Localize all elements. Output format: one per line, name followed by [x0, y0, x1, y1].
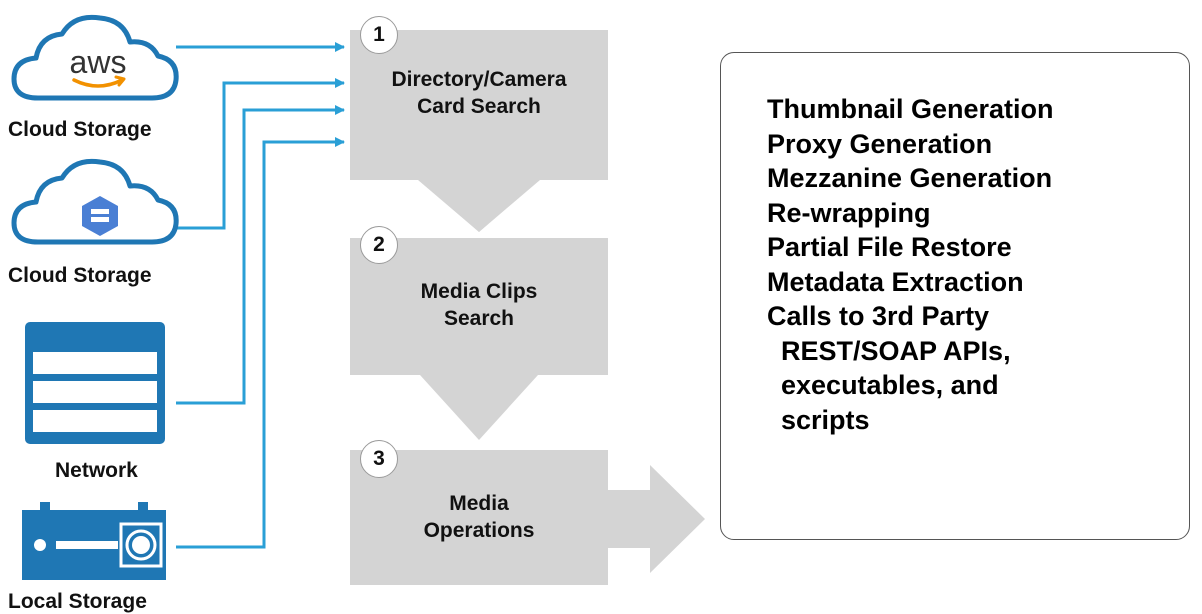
google-cloud-icon — [11, 158, 179, 245]
network-server-icon — [25, 322, 165, 444]
step-1-line-2: Card Search — [417, 95, 541, 118]
source-label-network: Network — [55, 459, 138, 482]
operation-item: Partial File Restore — [767, 232, 1012, 262]
operation-item: REST/SOAP APIs, — [781, 335, 1011, 366]
source-label-gcp: Cloud Storage — [8, 264, 152, 287]
step-1-block — [350, 30, 608, 232]
step-3-badge: 3 — [360, 440, 398, 478]
aws-logo-text: aws — [70, 44, 127, 80]
operation-item: Metadata Extraction — [767, 266, 1024, 297]
connector-local — [176, 137, 345, 549]
step-3-label: Media Operations — [350, 490, 608, 544]
operation-item: Mezzanine Generation — [767, 163, 1053, 193]
operations-box — [720, 52, 1190, 540]
aws-cloud-icon: aws — [11, 14, 179, 101]
step-2-label: Media Clips Search — [350, 278, 608, 332]
operation-item: Thumbnail Generation — [767, 94, 1054, 124]
step-1-badge: 1 — [360, 16, 398, 54]
connector-lines — [176, 42, 345, 549]
operations-list: Thumbnail Generation Proxy Generation Me… — [767, 92, 1054, 437]
connector-gcp — [176, 78, 345, 230]
operation-item: Re-wrapping — [767, 197, 931, 228]
step-2-line-2: Search — [443, 307, 515, 330]
step-3-line-2: Operations — [423, 519, 535, 542]
local-drive-icon — [22, 502, 166, 580]
source-label-local: Local Storage — [8, 590, 147, 613]
step-2-badge: 2 — [360, 226, 398, 264]
operation-item: Proxy Generation — [767, 128, 993, 159]
operation-item: executables, and — [781, 370, 999, 400]
step-2-line-1: Media Clips — [420, 280, 538, 303]
step-1-label: Directory/Camera Card Search — [350, 66, 608, 120]
operation-item: scripts — [781, 404, 870, 435]
step-3-line-1: Media — [449, 492, 509, 515]
connector-network — [176, 105, 345, 405]
step-2-block — [350, 238, 608, 440]
step-3-block — [350, 450, 705, 585]
step-1-line-1: Directory/Camera — [391, 68, 567, 91]
source-label-aws: Cloud Storage — [8, 118, 152, 141]
operation-item: Calls to 3rd Party — [767, 301, 990, 331]
